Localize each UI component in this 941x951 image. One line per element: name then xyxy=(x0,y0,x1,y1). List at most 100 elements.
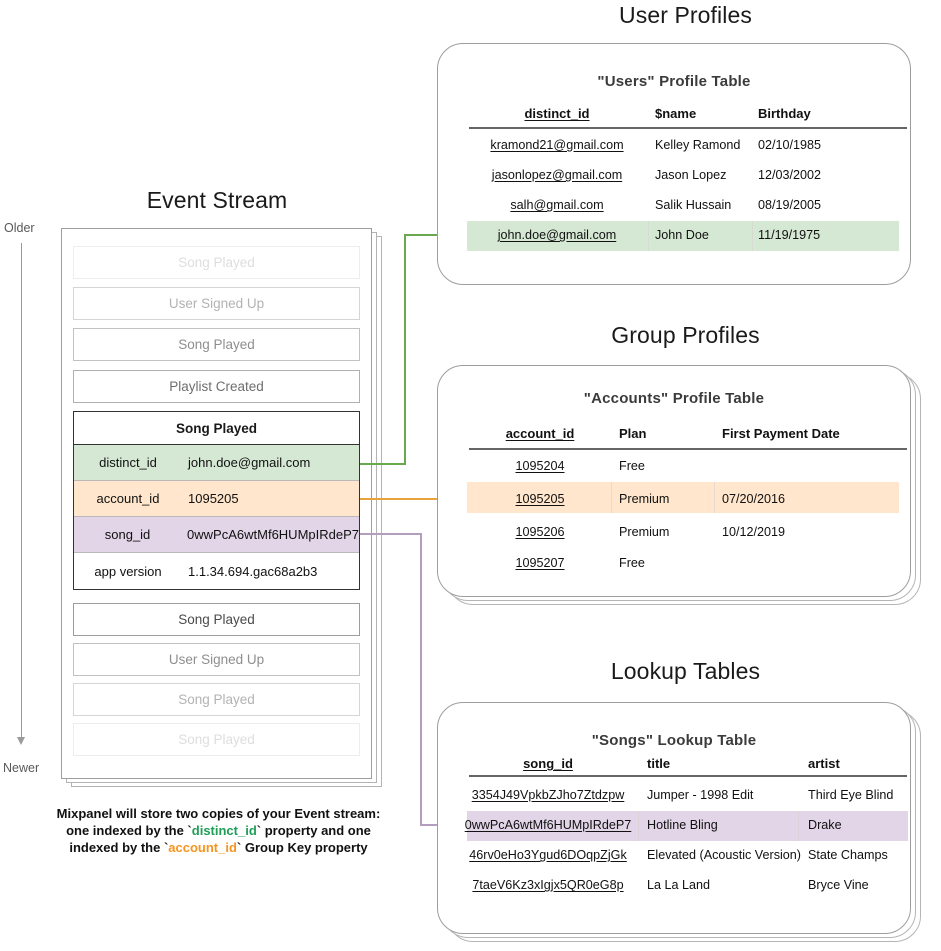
users-th-birthday: Birthday xyxy=(758,106,811,121)
songs-cell-artist: Drake xyxy=(808,818,842,832)
accounts-cell-first-payment-date: 07/20/2016 xyxy=(722,492,786,506)
accounts-cell-plan: Free xyxy=(619,556,645,570)
connector-account-id-seg-h xyxy=(360,498,460,500)
users-th-name: $name xyxy=(655,106,697,121)
event-pill[interactable]: Song Played xyxy=(73,246,360,279)
accounts-card xyxy=(437,365,911,597)
event-property-row[interactable]: song_id 0wwPcA6wtMf6HUMpIRdeP7 xyxy=(74,517,359,553)
connector-distinct-id-seg-v xyxy=(404,234,406,465)
caption-line-3: indexed by the `account_id` Group Key pr… xyxy=(46,839,391,856)
accounts-cell-account-id: 1095205 xyxy=(515,492,565,506)
accounts-row-highlight xyxy=(467,482,899,513)
user-profiles-section-title: User Profiles xyxy=(619,2,752,28)
users-cell-distinct-id: john.doe@gmail.com xyxy=(497,228,617,242)
songs-cell-artist: State Champs xyxy=(808,848,888,862)
users-cell-name: Jason Lopez xyxy=(655,168,727,182)
accounts-cell-plan: Free xyxy=(619,459,645,473)
songs-cell-song-id: 7taeV6Kz3xIgjx5QR0eG8p xyxy=(472,878,624,892)
event-property-value: 1.1.34.694.gac68a2b3 xyxy=(188,563,318,579)
event-property-value: 1095205 xyxy=(188,491,239,506)
caption-line-2: one indexed by the `distinct_id` propert… xyxy=(46,822,391,839)
songs-cell-title: Jumper - 1998 Edit xyxy=(647,788,754,802)
connector-song-id-seg-v xyxy=(420,533,422,825)
accounts-header-rule xyxy=(469,448,907,450)
event-pill[interactable]: Song Played xyxy=(73,603,360,636)
accounts-cell-first-payment-date: 10/12/2019 xyxy=(722,525,786,539)
event-pill[interactable]: Song Played xyxy=(73,328,360,361)
caption-text: indexed by the ` xyxy=(69,840,169,855)
event-pill[interactable]: User Signed Up xyxy=(73,287,360,320)
event-pill[interactable]: Song Played xyxy=(73,723,360,756)
songs-col-divider-2 xyxy=(798,811,799,841)
users-cell-name: Salik Hussain xyxy=(655,198,732,212)
event-property-key: account_id xyxy=(96,491,160,506)
accounts-th-account-id: account_id xyxy=(505,426,575,441)
timeline-older-label: Older xyxy=(4,221,35,235)
lookup-tables-section-title: Lookup Tables xyxy=(610,658,761,684)
songs-th-song-id: song_id xyxy=(523,756,573,771)
timeline-arrow-icon xyxy=(17,737,25,745)
users-cell-distinct-id: salh@gmail.com xyxy=(510,198,604,212)
event-pill[interactable]: Song Played xyxy=(73,683,360,716)
event-property-row[interactable]: app version 1.1.34.694.gac68a2b3 xyxy=(74,553,359,589)
event-property-value: 0wwPcA6wtMf6HUMpIRdeP7 xyxy=(187,527,359,542)
event-property-key: distinct_id xyxy=(99,455,157,470)
users-header-rule xyxy=(469,127,907,129)
event-pill[interactable]: Playlist Created xyxy=(73,370,360,403)
users-table-title: "Users" Profile Table xyxy=(597,73,751,90)
songs-row-highlight xyxy=(467,811,908,841)
caption-code-distinct-id: distinct_id xyxy=(191,823,257,838)
accounts-cell-plan: Premium xyxy=(619,525,670,539)
connector-song-id-seg-h1 xyxy=(360,533,422,535)
songs-th-title: title xyxy=(647,756,671,771)
users-cell-birthday: 02/10/1985 xyxy=(758,138,822,152)
caption-text: ` property and one xyxy=(256,823,371,838)
event-property-row[interactable]: account_id 1095205 xyxy=(74,481,359,517)
songs-table-title: "Songs" Lookup Table xyxy=(591,732,757,749)
users-th-distinct-id: distinct_id xyxy=(524,106,590,121)
caption-text: one indexed by the ` xyxy=(66,823,192,838)
users-cell-birthday: 11/19/1975 xyxy=(758,228,821,242)
songs-cell-artist: Bryce Vine xyxy=(808,878,869,892)
accounts-col-divider-1 xyxy=(611,482,612,513)
event-property-row[interactable]: distinct_id john.doe@gmail.com xyxy=(74,445,359,481)
users-col-divider-2 xyxy=(752,221,753,251)
event-stream-title: Event Stream xyxy=(146,187,288,213)
users-cell-distinct-id: kramond21@gmail.com xyxy=(490,138,624,152)
event-property-key: song_id xyxy=(104,527,151,542)
connector-distinct-id-seg-h2 xyxy=(404,234,460,236)
accounts-cell-account-id: 1095206 xyxy=(515,525,565,539)
users-cell-birthday: 08/19/2005 xyxy=(758,198,822,212)
accounts-cell-account-id: 1095204 xyxy=(515,459,565,473)
event-property-key: app version xyxy=(94,563,162,579)
expanded-event-card[interactable]: Song Played distinct_id john.doe@gmail.c… xyxy=(73,411,360,590)
users-cell-name: John Doe xyxy=(655,228,709,242)
accounts-th-first-payment-date: First Payment Date xyxy=(722,426,840,441)
accounts-cell-account-id: 1095207 xyxy=(515,556,565,570)
accounts-th-plan: Plan xyxy=(619,426,647,441)
accounts-cell-plan: Premium xyxy=(619,492,670,506)
songs-th-artist: artist xyxy=(808,756,840,771)
songs-col-divider-1 xyxy=(638,811,639,841)
songs-cell-title: Hotline Bling xyxy=(647,818,718,832)
caption-text: ` Group Key property xyxy=(236,840,368,855)
event-pill[interactable]: User Signed Up xyxy=(73,643,360,676)
users-cell-birthday: 12/03/2002 xyxy=(758,168,822,182)
songs-cell-artist: Third Eye Blind xyxy=(808,788,894,802)
event-property-value: john.doe@gmail.com xyxy=(188,455,311,470)
users-cell-distinct-id: jasonlopez@gmail.com xyxy=(491,168,623,182)
caption-code-account-id: account_id xyxy=(168,840,237,855)
caption-line-1: Mixpanel will store two copies of your E… xyxy=(56,806,381,821)
users-col-divider-1 xyxy=(648,221,649,251)
songs-cell-song-id: 0wwPcA6wtMf6HUMpIRdeP7 xyxy=(464,818,632,832)
accounts-col-divider-2 xyxy=(714,482,715,513)
users-cell-name: Kelley Ramond xyxy=(655,138,741,152)
expanded-event-name: Song Played xyxy=(74,412,359,445)
songs-cell-song-id: 46rv0eHo3Ygud6DOqpZjGk xyxy=(469,848,627,862)
songs-cell-title: La La Land xyxy=(647,878,711,892)
songs-cell-title: Elevated (Acoustic Version) xyxy=(647,848,801,862)
timeline-axis-line xyxy=(21,243,22,738)
users-row-highlight xyxy=(467,221,899,251)
connector-distinct-id-seg-h1 xyxy=(360,463,406,465)
songs-header-rule xyxy=(469,775,907,777)
